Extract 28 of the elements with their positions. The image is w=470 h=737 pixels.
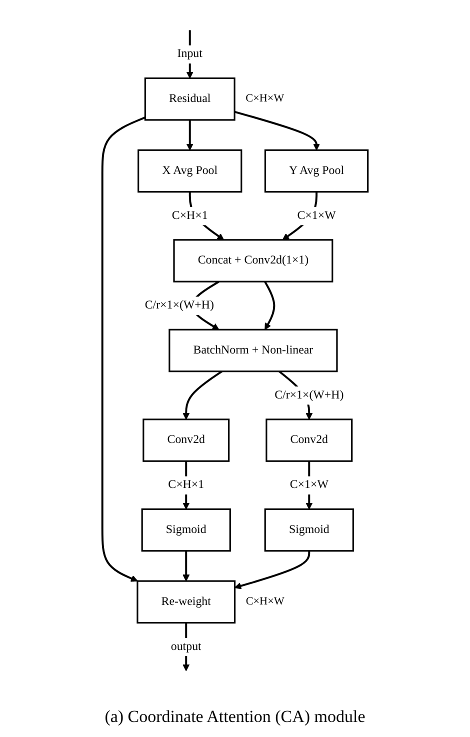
- node-box: Conv2d: [266, 418, 353, 462]
- edge-label: output: [170, 640, 202, 653]
- size-label: C×H×W: [246, 595, 284, 608]
- node-box: X Avg Pool: [137, 149, 242, 193]
- edge-label: C×H×1: [168, 478, 204, 492]
- node-box: Re-weight: [136, 580, 236, 624]
- arrow: [101, 116, 146, 582]
- node-box: Conv2d: [142, 418, 230, 462]
- arrow: [264, 281, 276, 330]
- edge-label: C/r×1×(W+H): [274, 388, 344, 402]
- edge-label: C×1×W: [290, 478, 328, 492]
- node-box: Y Avg Pool: [264, 149, 369, 193]
- edge-label: C×H×1: [172, 209, 208, 222]
- node-box: BatchNorm + Non-linear: [168, 328, 338, 372]
- edge-label: Input: [177, 48, 202, 60]
- arrow: [186, 120, 194, 150]
- arrow: [182, 370, 222, 420]
- node-box: Sigmoid: [264, 508, 354, 552]
- caption: (a) Coordinate Attention (CA) module: [104, 706, 366, 728]
- node-box: Concat + Conv2d(1×1): [173, 239, 334, 282]
- arrow: [234, 110, 320, 150]
- arrow: [182, 550, 190, 582]
- size-label: C×H×W: [246, 92, 284, 105]
- node-box: Residual: [144, 77, 236, 121]
- edge-label: C×1×W: [297, 209, 336, 222]
- node-box: Sigmoid: [141, 508, 231, 552]
- arrow: [234, 550, 310, 590]
- edge-label: C/r×1×(W+H): [144, 299, 214, 312]
